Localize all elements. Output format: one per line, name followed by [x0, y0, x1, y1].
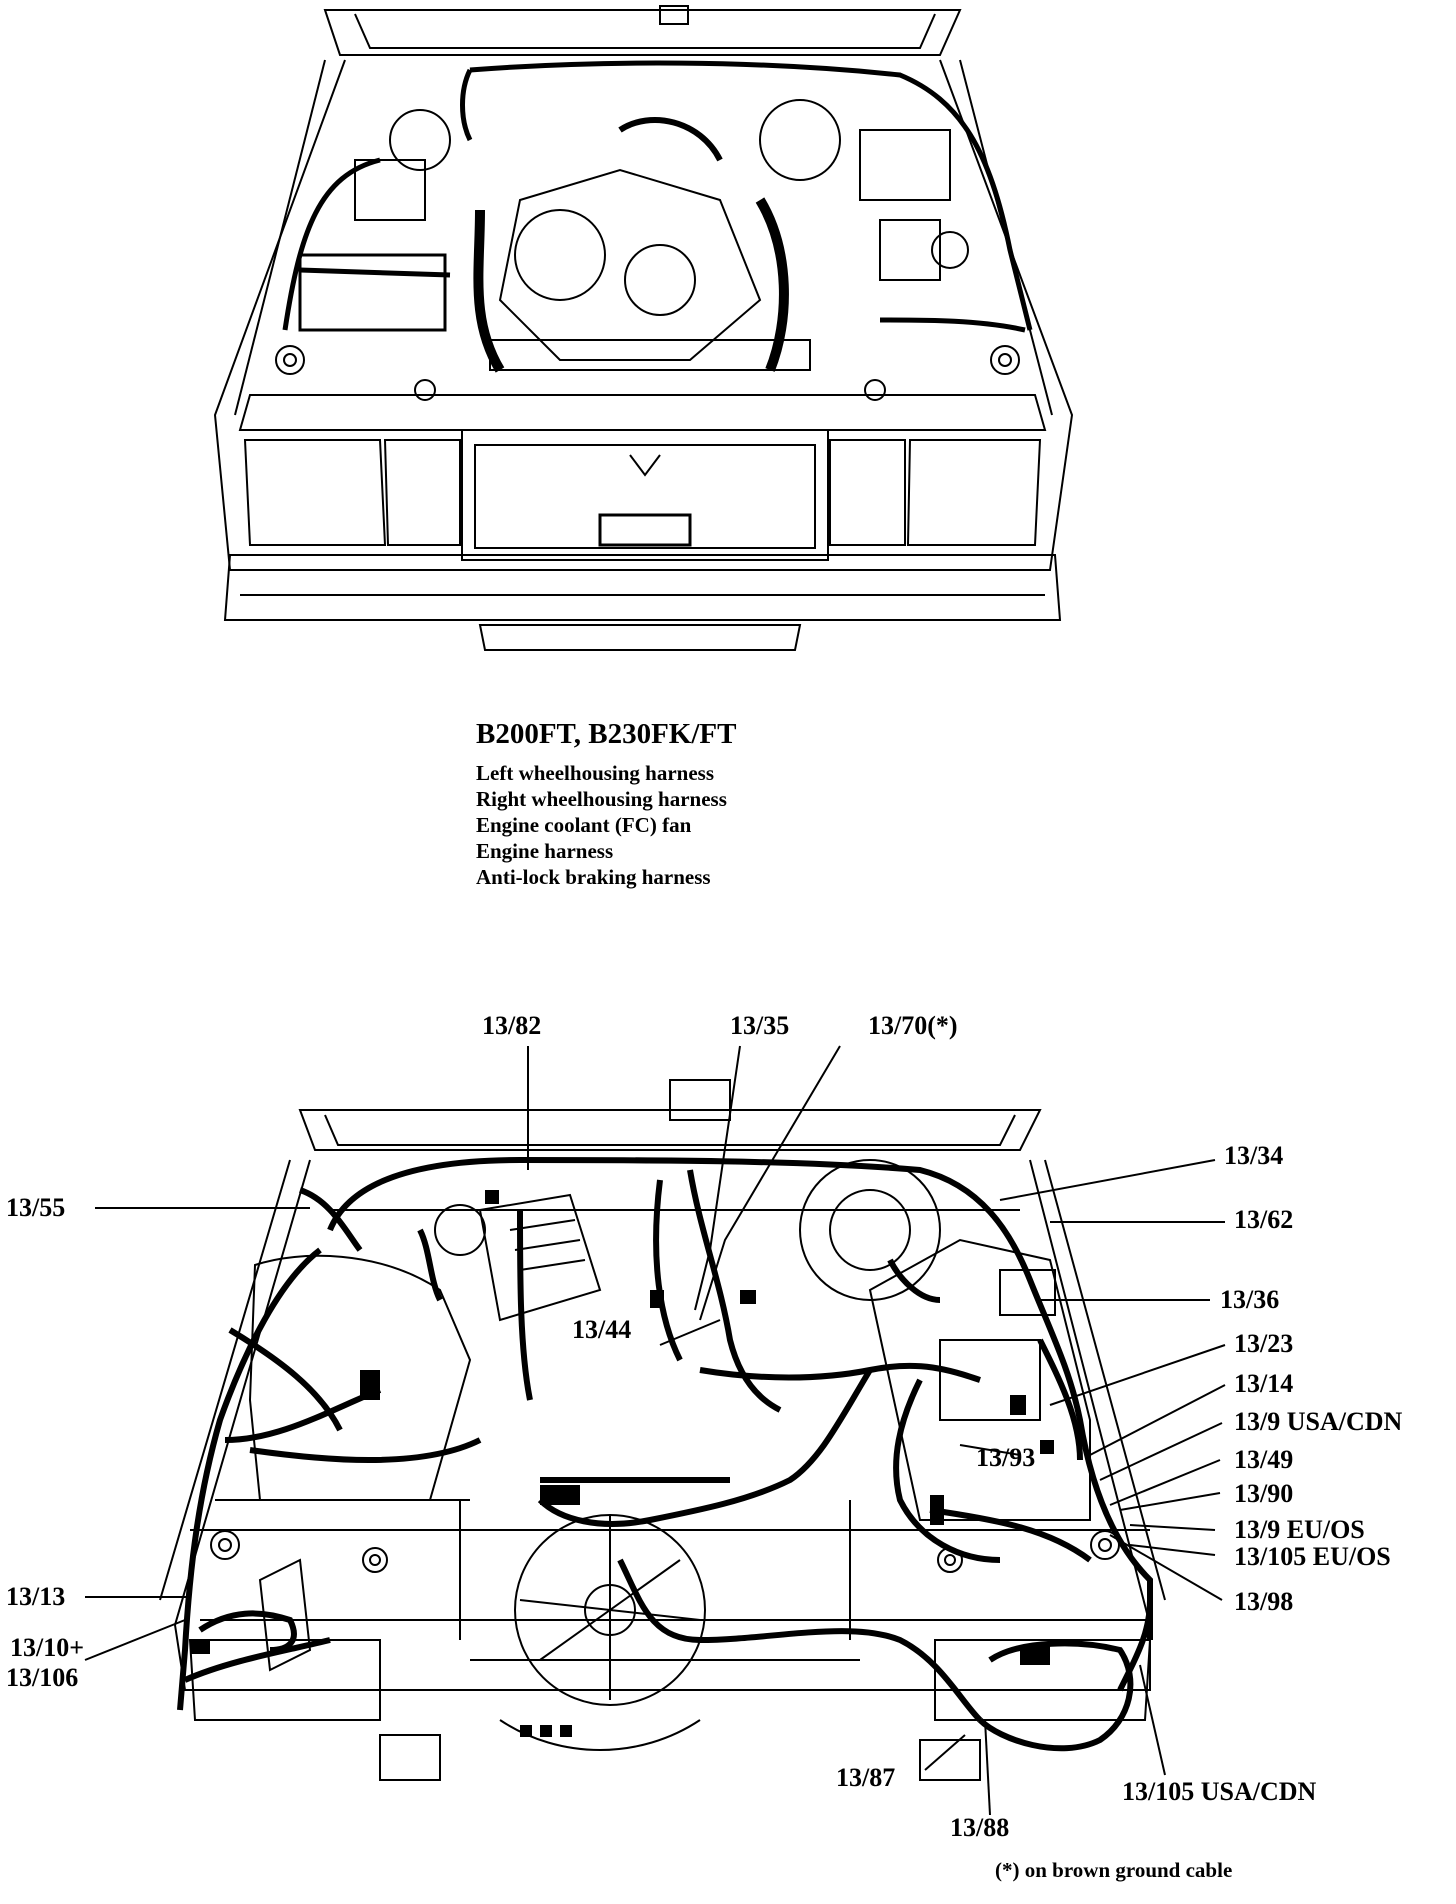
callout-13-87: 13/87: [836, 1763, 896, 1792]
callout-13-23: 13/23: [1234, 1329, 1294, 1358]
callout-13-93: 13/93: [976, 1443, 1036, 1472]
callout-13-98: 13/98: [1234, 1587, 1294, 1616]
callout-13-14: 13/14: [1234, 1369, 1294, 1398]
callout-13-106: 13/106: [6, 1663, 79, 1692]
harness-item: Anti-lock braking harness: [476, 865, 711, 889]
callout-13-90: 13/90: [1234, 1479, 1294, 1508]
footnote: (*) on brown ground cable: [995, 1858, 1233, 1882]
top-wiring-harness: [282, 60, 1033, 333]
callout-13-35: 13/35: [730, 1011, 790, 1040]
callout-13-105-eu-os: 13/105 EU/OS: [1234, 1542, 1391, 1571]
harness-item: Right wheelhousing harness: [476, 787, 727, 811]
harness-item: Engine coolant (FC) fan: [476, 813, 692, 837]
callout-13-55: 13/55: [6, 1193, 66, 1222]
harness-list: Left wheelhousing harness Right wheelhou…: [476, 760, 727, 890]
callout-13-10-plus: 13/10+: [10, 1633, 85, 1662]
callout-13-36: 13/36: [1220, 1285, 1280, 1314]
top-engine-bay-illustration: [213, 5, 1074, 651]
callout-13-49: 13/49: [1234, 1445, 1294, 1474]
callout-13-9-eu-os: 13/9 EU/OS: [1234, 1515, 1365, 1544]
callout-13-105-usa-cdn: 13/105 USA/CDN: [1122, 1777, 1317, 1806]
engine-variant-title: B200FT, B230FK/FT: [476, 718, 737, 750]
callout-13-62: 13/62: [1234, 1205, 1294, 1234]
callout-13-9-usa-cdn: 13/9 USA/CDN: [1234, 1407, 1403, 1436]
harness-connectors: [190, 1190, 1054, 1737]
callout-13-13: 13/13: [6, 1582, 66, 1611]
callout-13-44: 13/44: [572, 1315, 632, 1344]
bottom-wiring-harness: [177, 1156, 1153, 1752]
callout-13-34: 13/34: [1224, 1141, 1284, 1170]
callout-leader-lines: [84, 1045, 1226, 1816]
bottom-engine-bay-illustration: [159, 1079, 1166, 1781]
harness-item: Engine harness: [476, 839, 614, 863]
callout-13-82: 13/82: [482, 1011, 542, 1040]
callout-13-88: 13/88: [950, 1813, 1010, 1842]
callout-13-70: 13/70(*): [868, 1011, 958, 1040]
harness-item: Left wheelhousing harness: [476, 761, 715, 785]
